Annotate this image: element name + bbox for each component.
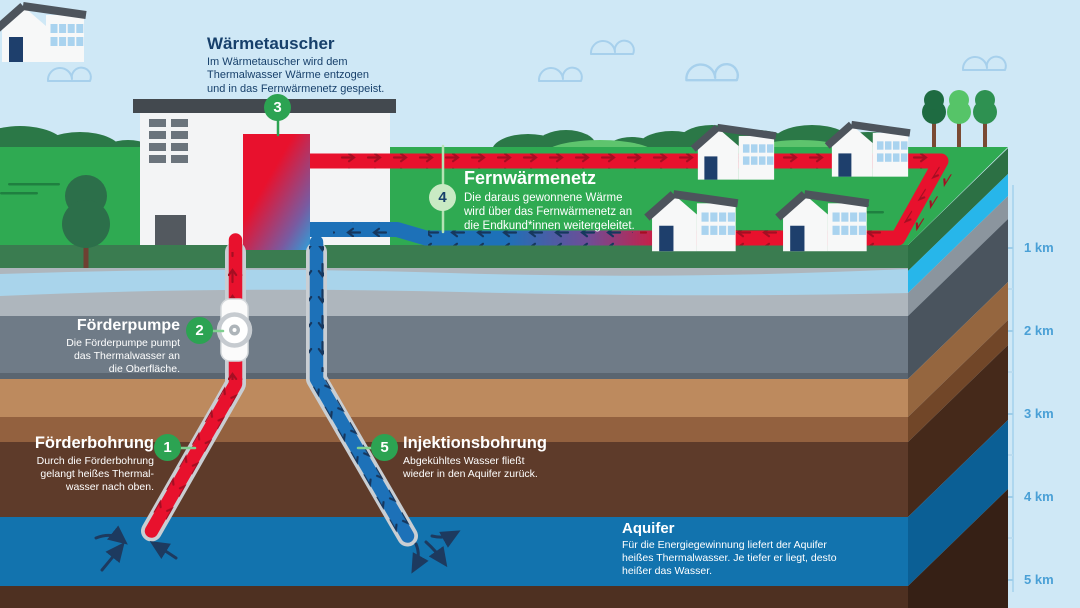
tree-icon [62,175,110,268]
step-badge-3: 3 [264,94,291,121]
depth-label-3km: 3 km [1024,406,1054,421]
step-badge-2: 2 [186,317,213,344]
houses [0,2,910,251]
callout-title: Förderpumpe [76,317,180,334]
callout-waermetauscher: Wärmetauscher Im Wärmetauscher wird dem … [207,34,437,96]
clouds [46,39,1007,82]
depth-label-1km: 1 km [1024,240,1054,255]
callout-title: Förderbohrung [34,434,154,452]
callout-title: Wärmetauscher [207,34,335,53]
underground-layers-side [908,148,1008,608]
callout-aquifer: Aquifer Für die Energiegewinnung liefert… [622,520,912,577]
step-badge-1: 1 [154,434,181,461]
depth-label-5km: 5 km [1024,572,1054,587]
callout-body: Die Förderpumpe pumpt das Thermalwasser … [66,337,180,375]
callout-fernwaermenetz: Fernwärmenetz Die daraus gewonnene Wärme… [464,168,704,233]
callout-foerderbohrung: Förderbohrung Durch die Förderbohrung ge… [0,434,154,493]
step-badge-4: 4 [429,184,456,211]
back-trees [922,90,997,149]
step-badge-5: 5 [371,434,398,461]
heat-exchanger [243,134,310,250]
building-door [155,215,186,245]
callout-injektionsbohrung: Injektionsbohrung Abgekühltes Wasser fli… [403,434,633,481]
callout-title: Aquifer [622,520,675,537]
pump-device [216,298,253,362]
depth-label-2km: 2 km [1024,323,1054,338]
building-windows [149,119,188,163]
aquifer-flow-arrows [94,525,461,574]
callout-title: Injektionsbohrung [403,434,547,452]
depth-label-4km: 4 km [1024,489,1054,504]
callout-body: Im Wärmetauscher wird dem Thermalwasser … [207,56,385,95]
callout-title: Fernwärmenetz [464,168,597,188]
callout-body: Für die Energiegewinnung liefert der Aqu… [622,539,837,577]
callout-body: Die daraus gewonnene Wärme wird über das… [464,192,635,233]
callout-body: Abgekühltes Wasser fließt wieder in den … [403,455,538,480]
callout-body: Durch die Förderbohrung gelangt heißes T… [36,455,154,493]
callout-foerderpumpe: Förderpumpe Die Förderpumpe pumpt das Th… [0,317,180,375]
